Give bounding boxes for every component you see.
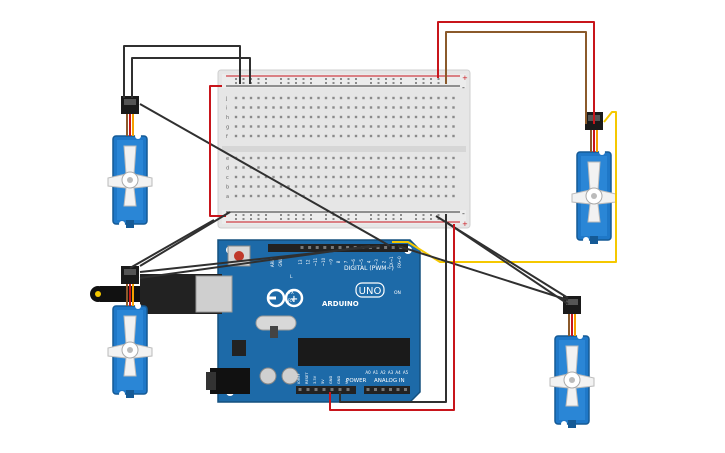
servo-icon bbox=[107, 96, 153, 228]
row-letter: j bbox=[225, 96, 227, 102]
power-header bbox=[296, 386, 356, 394]
power-pin-label: 3.3V bbox=[313, 375, 317, 384]
row-letter: f bbox=[226, 134, 228, 140]
wires bbox=[123, 21, 617, 411]
digital-pin-label: ~9 bbox=[328, 259, 333, 265]
wire-red bbox=[437, 21, 595, 124]
atmega-chip bbox=[298, 338, 410, 366]
rail-minus-top: - bbox=[462, 83, 465, 92]
digital-pin-label: 4 bbox=[366, 260, 371, 263]
row-letter: g bbox=[226, 125, 229, 131]
wire-black bbox=[139, 245, 371, 279]
wire-black bbox=[139, 211, 231, 267]
wire-brown bbox=[445, 31, 587, 124]
analog-pin-label: A1 bbox=[373, 370, 379, 375]
servo-icon bbox=[107, 266, 153, 398]
rail-minus-bottom: - bbox=[462, 209, 465, 218]
row-letter: d bbox=[226, 166, 229, 172]
digital-pin-label: ~5 bbox=[359, 259, 364, 265]
digital-pin-label: RX←0 bbox=[397, 256, 402, 268]
digital-pin-label: ~6 bbox=[351, 259, 356, 265]
arduino-board-icon: + ARDUINO UNO DIGITAL (PWM~) POWER ANALO… bbox=[217, 239, 421, 403]
power-pin-label: 5V bbox=[321, 379, 325, 384]
gnd-pin-label: GND bbox=[278, 257, 283, 266]
wire-black bbox=[139, 103, 391, 247]
row-letter: i bbox=[226, 106, 227, 112]
rail-plus-top: + bbox=[462, 74, 468, 82]
l-label: L bbox=[290, 274, 293, 280]
digital-pin-label: TX→1 bbox=[389, 256, 394, 269]
row-letter: a bbox=[226, 194, 229, 200]
wire-black bbox=[123, 45, 241, 98]
usb-connector-icon bbox=[90, 274, 233, 314]
row-letter: h bbox=[226, 115, 229, 121]
digital-pin-label: ~11 bbox=[313, 257, 318, 266]
wire-black bbox=[445, 221, 569, 305]
rail-plus-bottom: + bbox=[462, 220, 468, 228]
power-jack-icon bbox=[206, 368, 250, 394]
digital-pin-label: 2 bbox=[382, 260, 387, 263]
digital-pin-label: ~10 bbox=[321, 257, 326, 266]
wire-yellow bbox=[392, 111, 617, 263]
model-label: UNO bbox=[359, 286, 382, 297]
analog-pin-label: A5 bbox=[403, 370, 409, 375]
analog-pin-label: A3 bbox=[388, 370, 394, 375]
svg-text:+: + bbox=[290, 294, 298, 305]
power-pin-label: Vin bbox=[345, 378, 349, 384]
power-pin-label: IOREF bbox=[297, 373, 301, 384]
digital-pin-label: 12 bbox=[306, 259, 311, 265]
digital-pin-label: 7 bbox=[344, 260, 349, 263]
analog-pin-label: A2 bbox=[380, 370, 386, 375]
tx-label: TX bbox=[287, 290, 294, 296]
analog-pin-label: A4 bbox=[395, 370, 401, 375]
wire-black bbox=[339, 214, 447, 403]
wire-red bbox=[329, 224, 455, 411]
digital-label: DIGITAL (PWM~) bbox=[344, 265, 394, 272]
wire-black bbox=[397, 245, 569, 301]
power-label: POWER bbox=[346, 378, 367, 384]
rx-label: RX bbox=[288, 298, 294, 304]
row-letter: b bbox=[226, 185, 229, 191]
wire-black bbox=[129, 219, 215, 269]
brand-label: ARDUINO bbox=[322, 300, 359, 308]
analog-header bbox=[364, 386, 410, 394]
power-pin-label: RESET bbox=[305, 372, 309, 384]
servo-icon bbox=[571, 112, 617, 244]
digital-pin-label: 13 bbox=[298, 259, 303, 265]
wire-red bbox=[209, 85, 226, 217]
analog-pin-label: A0 bbox=[365, 370, 371, 375]
on-label: ON bbox=[394, 290, 401, 296]
digital-pin-label: 8 bbox=[336, 260, 341, 263]
wire-black bbox=[131, 57, 251, 98]
row-letter: e bbox=[226, 156, 229, 162]
row-letter: c bbox=[226, 175, 229, 181]
power-pin-label: GND bbox=[329, 376, 333, 384]
breadboard-holes bbox=[234, 78, 455, 220]
analog-label: ANALOG IN bbox=[374, 378, 405, 384]
servo-icon bbox=[549, 296, 595, 428]
aref-pin-label: AREF bbox=[270, 256, 275, 267]
digital-pin-label: ~3 bbox=[374, 259, 379, 265]
power-pin-label: GND bbox=[337, 376, 341, 384]
digital-header bbox=[268, 244, 408, 252]
